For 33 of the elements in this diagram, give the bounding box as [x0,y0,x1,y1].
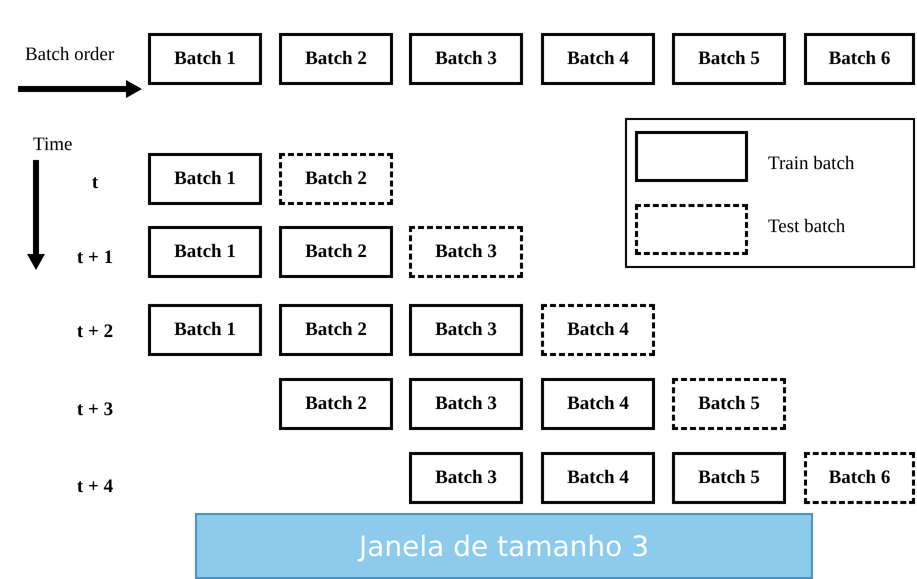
train-batch-box: Batch 5 [672,33,786,85]
train-batch-box: Batch 1 [148,226,262,278]
train-batch-box: Batch 2 [279,304,393,356]
test-batch-box: Batch 2 [279,153,393,205]
time-step-label: t [90,172,100,194]
train-batch-box: Batch 5 [672,452,786,504]
train-batch-box: Batch 2 [279,226,393,278]
train-batch-box: Batch 4 [541,452,655,504]
legend-label: Train batch [768,153,854,175]
train-batch-box: Batch 4 [541,33,655,85]
window-size-banner: Janela de tamanho 3 [195,513,813,579]
time-step-label: t + 1 [76,247,114,269]
train-batch-box: Batch 1 [148,33,262,85]
train-batch-box: Batch 3 [409,378,523,430]
legend-label: Test batch [768,216,846,238]
axis-label: Time [33,134,72,156]
train-batch-box: Batch 4 [541,378,655,430]
time-step-label: t + 3 [76,399,114,421]
test-batch-box: Batch 5 [672,378,786,430]
train-batch-box: Batch 2 [279,33,393,85]
train-batch-box: Batch 6 [804,33,915,85]
time-step-label: t + 2 [76,321,114,343]
time-step-label: t + 4 [76,476,114,498]
train-batch-box: Batch 1 [148,304,262,356]
axis-label: Batch order [25,44,114,66]
train-batch-box: Batch 3 [409,33,523,85]
test-batch-box: Batch 6 [804,452,915,504]
test-batch-box: Batch 4 [541,304,655,356]
test-batch-box: Batch 3 [409,226,523,278]
train-batch-box: Batch 3 [409,452,523,504]
train-batch-box: Batch 2 [279,378,393,430]
train-batch-box: Batch 3 [409,304,523,356]
train-batch-box: Batch 1 [148,153,262,205]
